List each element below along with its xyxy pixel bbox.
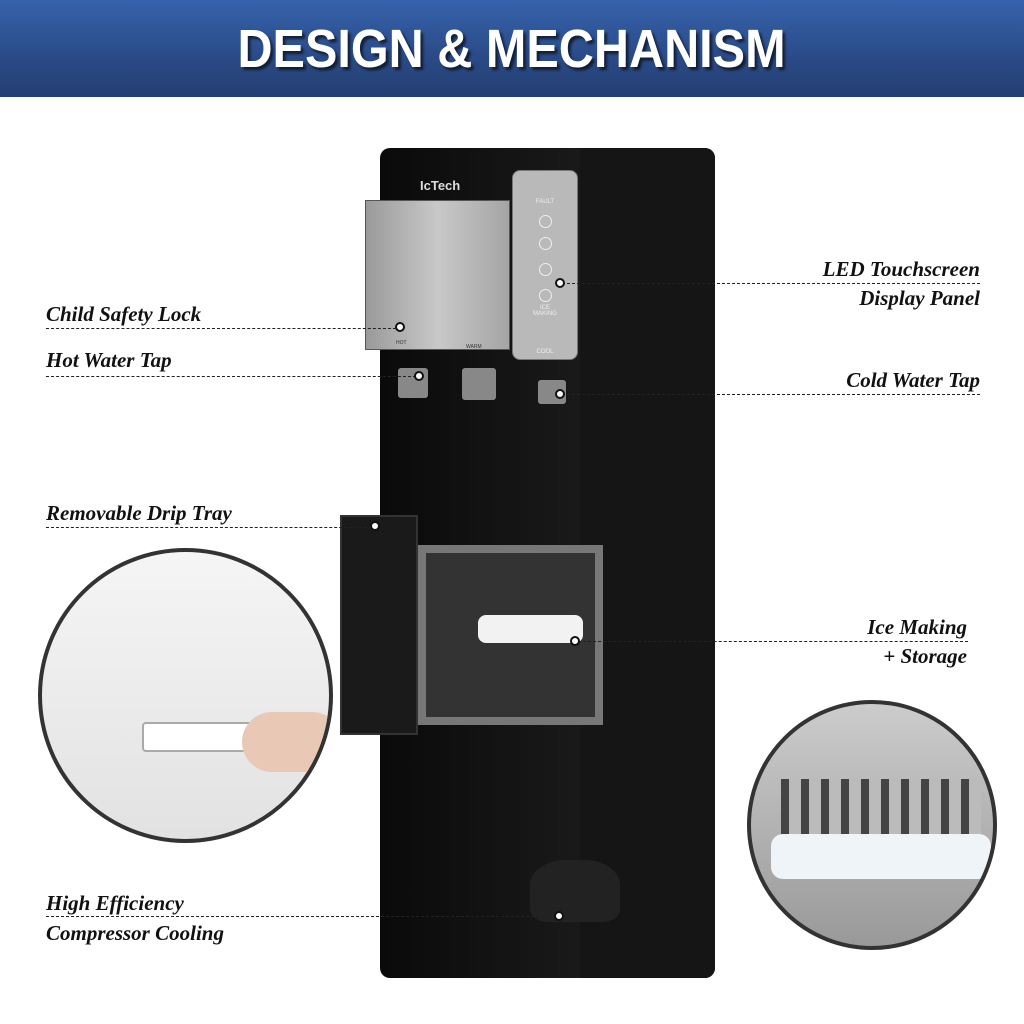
warm-tap[interactable]	[462, 368, 496, 400]
callout-child-safety-lock: Child Safety Lock	[46, 302, 202, 326]
hot-tap[interactable]	[398, 368, 428, 398]
drip-tray[interactable]	[340, 515, 418, 735]
callout-drip-tray: Removable Drip Tray	[46, 501, 232, 525]
header-banner: DESIGN & MECHANISM	[0, 0, 1024, 97]
ice-making-label: ICE MAKING	[533, 305, 557, 317]
callout-compressor-1: High Efficiency	[46, 891, 184, 915]
child-lock-button[interactable]	[395, 322, 405, 332]
warm-icon[interactable]	[539, 263, 552, 276]
callout-compressor-2: Compressor Cooling	[46, 921, 224, 945]
drip-tray-closeup	[38, 548, 333, 843]
ice-icon[interactable]	[539, 289, 552, 302]
callout-led-1: LED Touchscreen	[822, 257, 980, 281]
callout-hot-water-tap: Hot Water Tap	[46, 348, 172, 372]
hot-icon[interactable]	[539, 237, 552, 250]
hot-label: HOT	[396, 340, 407, 346]
callout-led-2: Display Panel	[859, 286, 980, 310]
warm-label: WARM	[466, 344, 482, 350]
led-touch-panel[interactable]: FAULT ICE MAKING COOL	[512, 170, 578, 360]
front-cover	[365, 200, 510, 350]
ice-cubes	[478, 615, 583, 643]
page-title: DESIGN & MECHANISM	[237, 18, 787, 79]
callout-ice-making-1: Ice Making	[867, 615, 967, 639]
power-icon[interactable]	[539, 215, 552, 228]
fault-indicator: FAULT	[535, 199, 555, 205]
compressor-icon	[530, 860, 620, 922]
ice-storage-closeup	[747, 700, 997, 950]
brand-logo: IcTech	[420, 178, 461, 193]
callout-ice-making-2: + Storage	[883, 644, 967, 668]
callout-cold-water-tap: Cold Water Tap	[846, 368, 980, 392]
cool-label: COOL	[536, 349, 554, 355]
